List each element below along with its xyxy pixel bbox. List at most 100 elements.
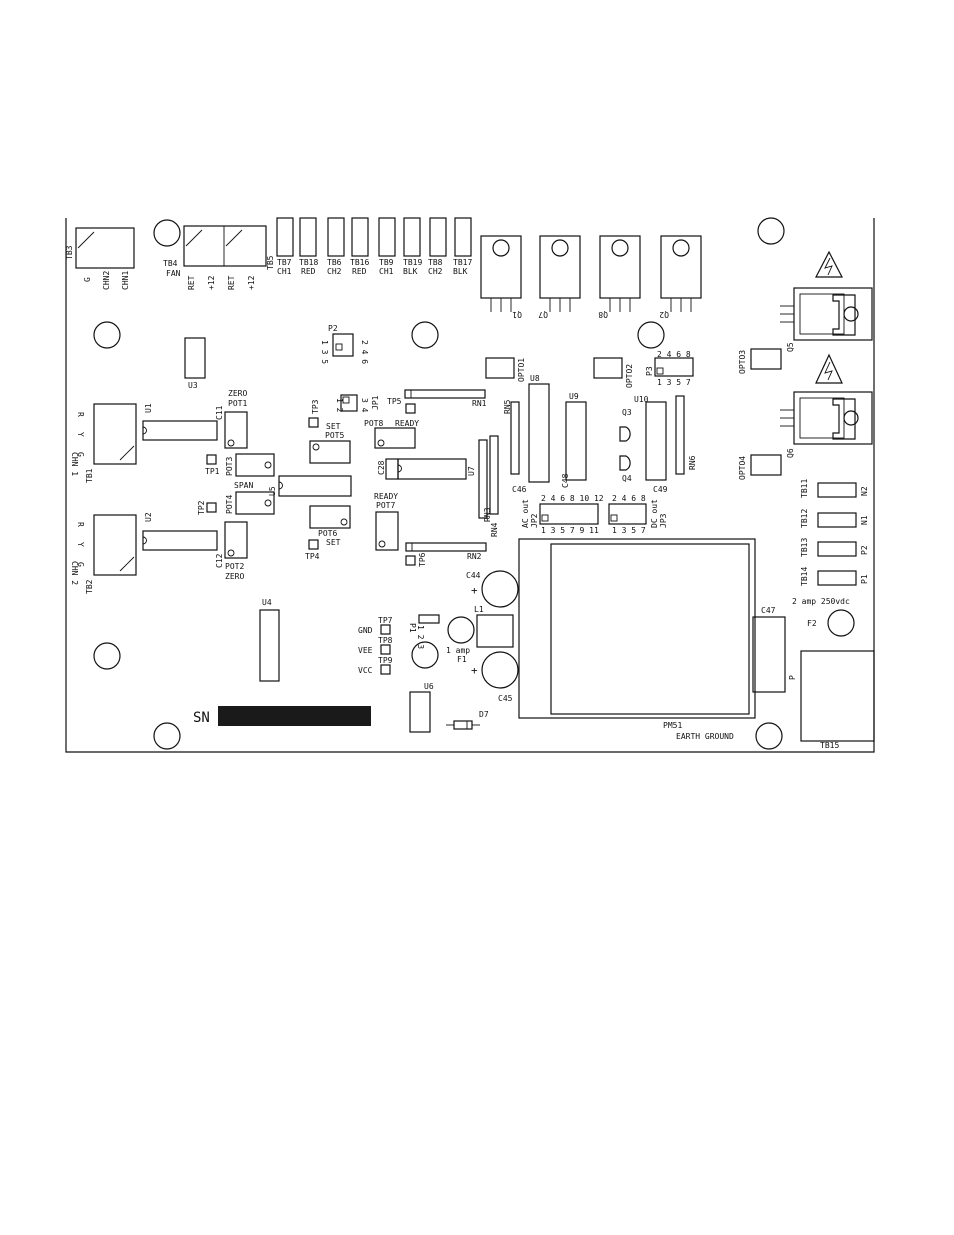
tb5-label: TB5	[266, 255, 275, 270]
f2-label: F2	[807, 619, 817, 628]
inductor-l1: L1	[474, 605, 514, 648]
transistor-q2: Q2	[659, 235, 702, 319]
jumper-jp3: 2 4 6 8 1 3 5 7 DC out JP3	[608, 494, 668, 535]
ic-u6: U6	[409, 682, 434, 733]
f2-rating: 2 amp 250vdc	[792, 597, 850, 606]
resistor-network-rn6: RN6	[675, 395, 697, 475]
c12-label: C12	[215, 553, 224, 568]
tp3-label: TP3	[311, 399, 320, 414]
c11-label: C11	[215, 405, 224, 420]
terminal-tb3: TB3 G CHN2 CHN1	[65, 227, 135, 290]
u2-label: U2	[144, 512, 153, 522]
transistor-q5: Q5	[780, 287, 873, 352]
pot4-label: POT4	[225, 495, 234, 514]
ic-u3: U3	[184, 337, 206, 390]
set-top-label: SET	[326, 422, 341, 431]
l1-label: L1	[474, 605, 484, 614]
jp3-pins-top: 2 4 6 8	[612, 494, 646, 503]
p2-label: P2	[328, 324, 338, 333]
high-voltage-warning-icon	[815, 250, 843, 384]
p1-pins: 1 2 3	[416, 625, 425, 649]
opto3-label: OPTO3	[738, 350, 747, 374]
opto3: OPTO3	[738, 348, 782, 374]
p3-label: P3	[645, 366, 654, 376]
tb16-label: TB16	[350, 258, 369, 267]
u3-label: U3	[188, 381, 198, 390]
tb8-label: TB8	[428, 258, 443, 267]
ic-u9: U9 C48	[561, 392, 587, 488]
chn2-label: CHN 2	[70, 561, 79, 585]
resistor-network-rn5: RN5	[503, 399, 520, 475]
ready-top-label: READY	[395, 419, 419, 428]
terminals-tb11-tb14: TB11 TB12 TB13 TB14 N2 N1 P2 P1	[800, 479, 869, 586]
tb6-label: TB6	[327, 258, 342, 267]
pot7: READY POT7	[374, 492, 399, 551]
tb3-pin-chn1: CHN1	[121, 271, 130, 290]
dc-out-label: DC out	[650, 499, 659, 528]
f1-label: F1	[457, 655, 467, 664]
pot2-label: POT2	[225, 562, 244, 571]
tb7-label: TB7	[277, 258, 292, 267]
fuse-f1: 1 amp F1	[446, 616, 475, 664]
q4-label: Q4	[622, 474, 632, 483]
transformer-pm51: PM51 EARTH GROUND	[518, 538, 756, 741]
capacitor-c44: C44 +	[466, 570, 519, 608]
jp2-pins-top: 2 4 6 8 10 12	[541, 494, 604, 503]
transistor-q1: Q1	[480, 235, 522, 319]
q2-label: Q2	[659, 310, 669, 319]
earth-ground-label: EARTH GROUND	[676, 732, 734, 741]
jp1-label: JP1	[371, 395, 380, 410]
mounting-holes	[93, 217, 785, 750]
tp7-label: TP7	[378, 616, 393, 625]
tb1-pin-y: Y	[76, 432, 85, 437]
pot2: POT2 ZERO C12	[215, 521, 248, 581]
u6-label: U6	[424, 682, 434, 691]
fuse-f2: F2	[807, 609, 855, 637]
terminal-tb1: TB1 CHN 1 R Y G	[70, 403, 137, 483]
tb8-sub: CH2	[428, 267, 443, 276]
serial-label: SN	[193, 710, 210, 726]
rn1-label: RN1	[472, 399, 487, 408]
p3-pins-top: 2 4 6 8	[657, 350, 691, 359]
u8-label: U8	[530, 374, 540, 383]
capacitor-c47: C47 P	[752, 606, 797, 693]
tb18-label: TB18	[299, 258, 318, 267]
q6-label: Q6	[786, 448, 795, 458]
tb7-sub: CH1	[277, 267, 292, 276]
tb13-label: TB13	[800, 538, 809, 557]
pot7-label: POT7	[376, 501, 395, 510]
p1-label: P1	[408, 623, 417, 633]
p2-right-label: P2	[860, 545, 869, 555]
jp2-pins-bottom: 1 3 5 7 9 11	[541, 526, 599, 535]
zero-top-label: ZERO	[228, 389, 247, 398]
pot3: POT3	[225, 453, 275, 477]
pm51-label: PM51	[663, 721, 682, 730]
p3-pins-bottom: 1 3 5 7	[657, 378, 691, 387]
rn2-label: RN2	[467, 552, 482, 561]
p2-pins-b: 2 4 6	[360, 340, 369, 364]
q8-label: Q8	[598, 310, 608, 319]
opto4-label: OPTO4	[738, 456, 747, 480]
test-points-left: TP1 TP2	[197, 454, 220, 515]
transistor-q8: Q8	[598, 235, 641, 319]
p1-right-label: P1	[860, 574, 869, 584]
zero-bottom-label: ZERO	[225, 572, 244, 581]
u10-label: U10	[634, 395, 649, 404]
tb4-pin-12-1: +12	[207, 275, 216, 290]
ic-u8: U8 C46	[512, 374, 550, 494]
tp1-label: TP1	[205, 467, 220, 476]
u4-label: U4	[262, 598, 272, 607]
u5-label: U5	[268, 486, 277, 496]
c28-label: C28	[377, 460, 386, 475]
ready-bottom-label: READY	[374, 492, 398, 501]
diode-d7: D7	[446, 710, 489, 730]
c44-label: C44	[466, 571, 481, 580]
tb1-label: TB1	[85, 468, 94, 483]
terminal-tb2: TB2 CHN 2 R Y G	[70, 514, 137, 594]
header-p1: P1 1 2 3	[408, 614, 440, 649]
q1-label: Q1	[512, 310, 522, 319]
ic-u1: U1	[142, 403, 218, 441]
rn5-label: RN5	[503, 399, 512, 414]
tb4-label: TB4	[163, 259, 178, 268]
tp5-label: TP5	[387, 397, 402, 406]
